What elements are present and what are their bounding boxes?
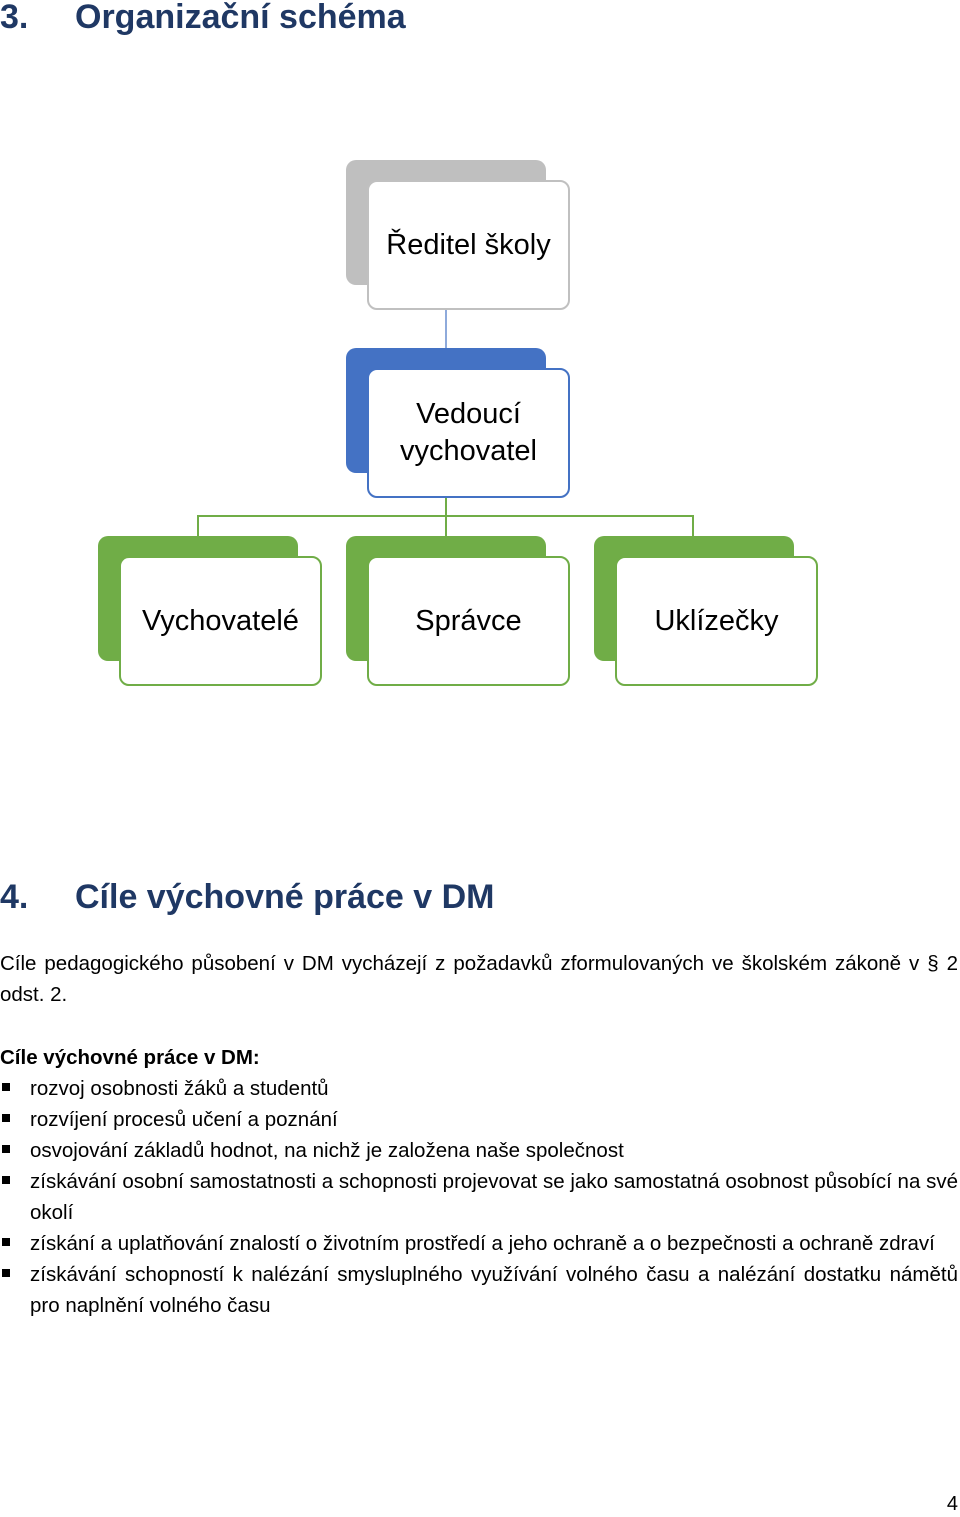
connector-child-1 bbox=[197, 515, 199, 537]
connector-manager-down bbox=[445, 497, 447, 517]
child-box-3: Uklízečky bbox=[615, 556, 818, 686]
section-3-number: 3. bbox=[0, 0, 29, 36]
bullet-icon bbox=[2, 1238, 10, 1246]
child-label-2: Správce bbox=[415, 604, 522, 637]
child-label-1: Vychovatelé bbox=[142, 604, 299, 637]
bullet-icon bbox=[2, 1269, 10, 1277]
section-4-heading: 4. Cíle výchovné práce v DM bbox=[0, 880, 495, 914]
manager-label: Vedoucí vychovatel bbox=[399, 398, 537, 467]
connector-child-3 bbox=[692, 515, 694, 537]
section-3-title: Organizační schéma bbox=[75, 0, 406, 36]
section-4-title: Cíle výchovné práce v DM bbox=[75, 878, 495, 916]
root-box: Ředitel školy bbox=[367, 180, 570, 310]
manager-box: Vedoucí vychovatel bbox=[367, 368, 570, 498]
list-item: získávání schopností k nalézání smyslupl… bbox=[0, 1259, 958, 1321]
child-box-1: Vychovatelé bbox=[119, 556, 322, 686]
connector-root-manager bbox=[445, 309, 447, 349]
intro-paragraph: Cíle pedagogického působení v DM vycháze… bbox=[0, 952, 958, 1006]
list-item-text: rozvíjení procesů učení a poznání bbox=[30, 1108, 338, 1131]
bullet-icon bbox=[2, 1145, 10, 1153]
page-number: 4 bbox=[946, 1493, 958, 1515]
connector-child-2 bbox=[445, 515, 447, 537]
list-item: rozvíjení procesů učení a poznání bbox=[0, 1104, 958, 1135]
bullet-icon bbox=[2, 1176, 10, 1184]
root-label: Ředitel školy bbox=[386, 228, 551, 261]
list-item-text: rozvoj osobnosti žáků a studentů bbox=[30, 1077, 329, 1100]
list-item-text: získávání osobní samostatnosti a schopno… bbox=[30, 1170, 958, 1224]
section-3-heading: 3. Organizační schéma bbox=[0, 0, 406, 34]
list-item: získání a uplatňování znalostí o životní… bbox=[0, 1228, 958, 1259]
bullet-icon bbox=[2, 1114, 10, 1122]
child-label-3: Uklízečky bbox=[654, 604, 779, 637]
section-4-number: 4. bbox=[0, 878, 29, 916]
list-item-text: získání a uplatňování znalostí o životní… bbox=[30, 1232, 935, 1255]
list-item-text: osvojování základů hodnot, na nichž je z… bbox=[30, 1139, 624, 1162]
list-item-text: získávání schopností k nalézání smyslupl… bbox=[30, 1263, 958, 1317]
child-box-2: Správce bbox=[367, 556, 570, 686]
goals-heading: Cíle výchovné práce v DM: bbox=[0, 1046, 260, 1069]
org-chart: Ředitel školy Vedoucí vychovatel Vychova… bbox=[0, 0, 960, 720]
goals-list: rozvoj osobnosti žáků a studentů rozvíje… bbox=[0, 1073, 958, 1321]
bullet-icon bbox=[2, 1083, 10, 1091]
list-item: rozvoj osobnosti žáků a studentů bbox=[0, 1073, 958, 1104]
list-item: získávání osobní samostatnosti a schopno… bbox=[0, 1166, 958, 1228]
list-item: osvojování základů hodnot, na nichž je z… bbox=[0, 1135, 958, 1166]
